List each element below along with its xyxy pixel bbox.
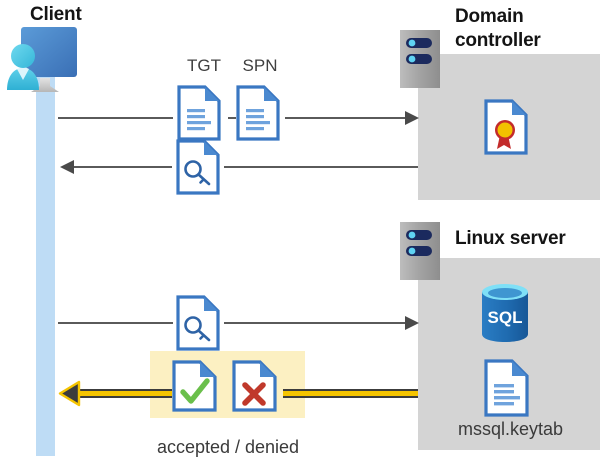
flow-dc-to-client-line-left <box>72 166 172 168</box>
domain-controller-title-line1: Domain <box>455 6 524 27</box>
flow-client-to-dc-line-right <box>285 117 407 119</box>
flow-client-to-linux-arrowhead <box>405 315 421 331</box>
document-cross-icon-denied <box>232 360 278 412</box>
page-title-client: Client <box>30 4 82 25</box>
server-rack-icon-linux-server <box>400 222 440 280</box>
flow-client-to-dc-line-left <box>58 117 173 119</box>
server-rack-icon-domain-controller <box>400 30 440 88</box>
result-label: accepted / denied <box>156 437 300 457</box>
document-key-icon-ticket-bottom <box>176 295 222 351</box>
flow-client-to-linux-line-right <box>224 322 407 324</box>
linux-server-title: Linux server <box>455 228 566 249</box>
document-key-icon-ticket-top <box>176 139 222 195</box>
client-lifeline <box>36 70 55 456</box>
document-icon-tgt <box>177 85 221 141</box>
sql-icon-text: SQL <box>488 308 523 327</box>
flow-client-to-dc-arrowhead <box>405 110 421 126</box>
domain-controller-title-line2: controller <box>455 30 541 51</box>
certificate-document-icon <box>484 99 528 155</box>
tgt-label: TGT <box>187 56 221 75</box>
flow-linux-to-client-line-right <box>283 389 418 398</box>
flow-dc-to-client-arrowhead <box>58 159 74 175</box>
flow-client-to-linux-line-left <box>58 322 173 324</box>
spn-label: SPN <box>242 56 278 75</box>
client-workstation-icon <box>4 26 88 96</box>
document-icon-keytab <box>484 359 530 417</box>
keytab-filename-label: mssql.keytab <box>457 419 564 439</box>
flow-linux-to-client-line-left <box>75 389 172 398</box>
flow-dc-to-client-line-right <box>224 166 418 168</box>
flow-client-to-dc-line-mid <box>228 117 236 119</box>
sql-database-icon: SQL <box>478 282 532 344</box>
document-check-icon-accepted <box>172 360 218 412</box>
flow-linux-to-client-arrowhead <box>58 380 81 407</box>
document-icon-spn <box>236 85 280 141</box>
